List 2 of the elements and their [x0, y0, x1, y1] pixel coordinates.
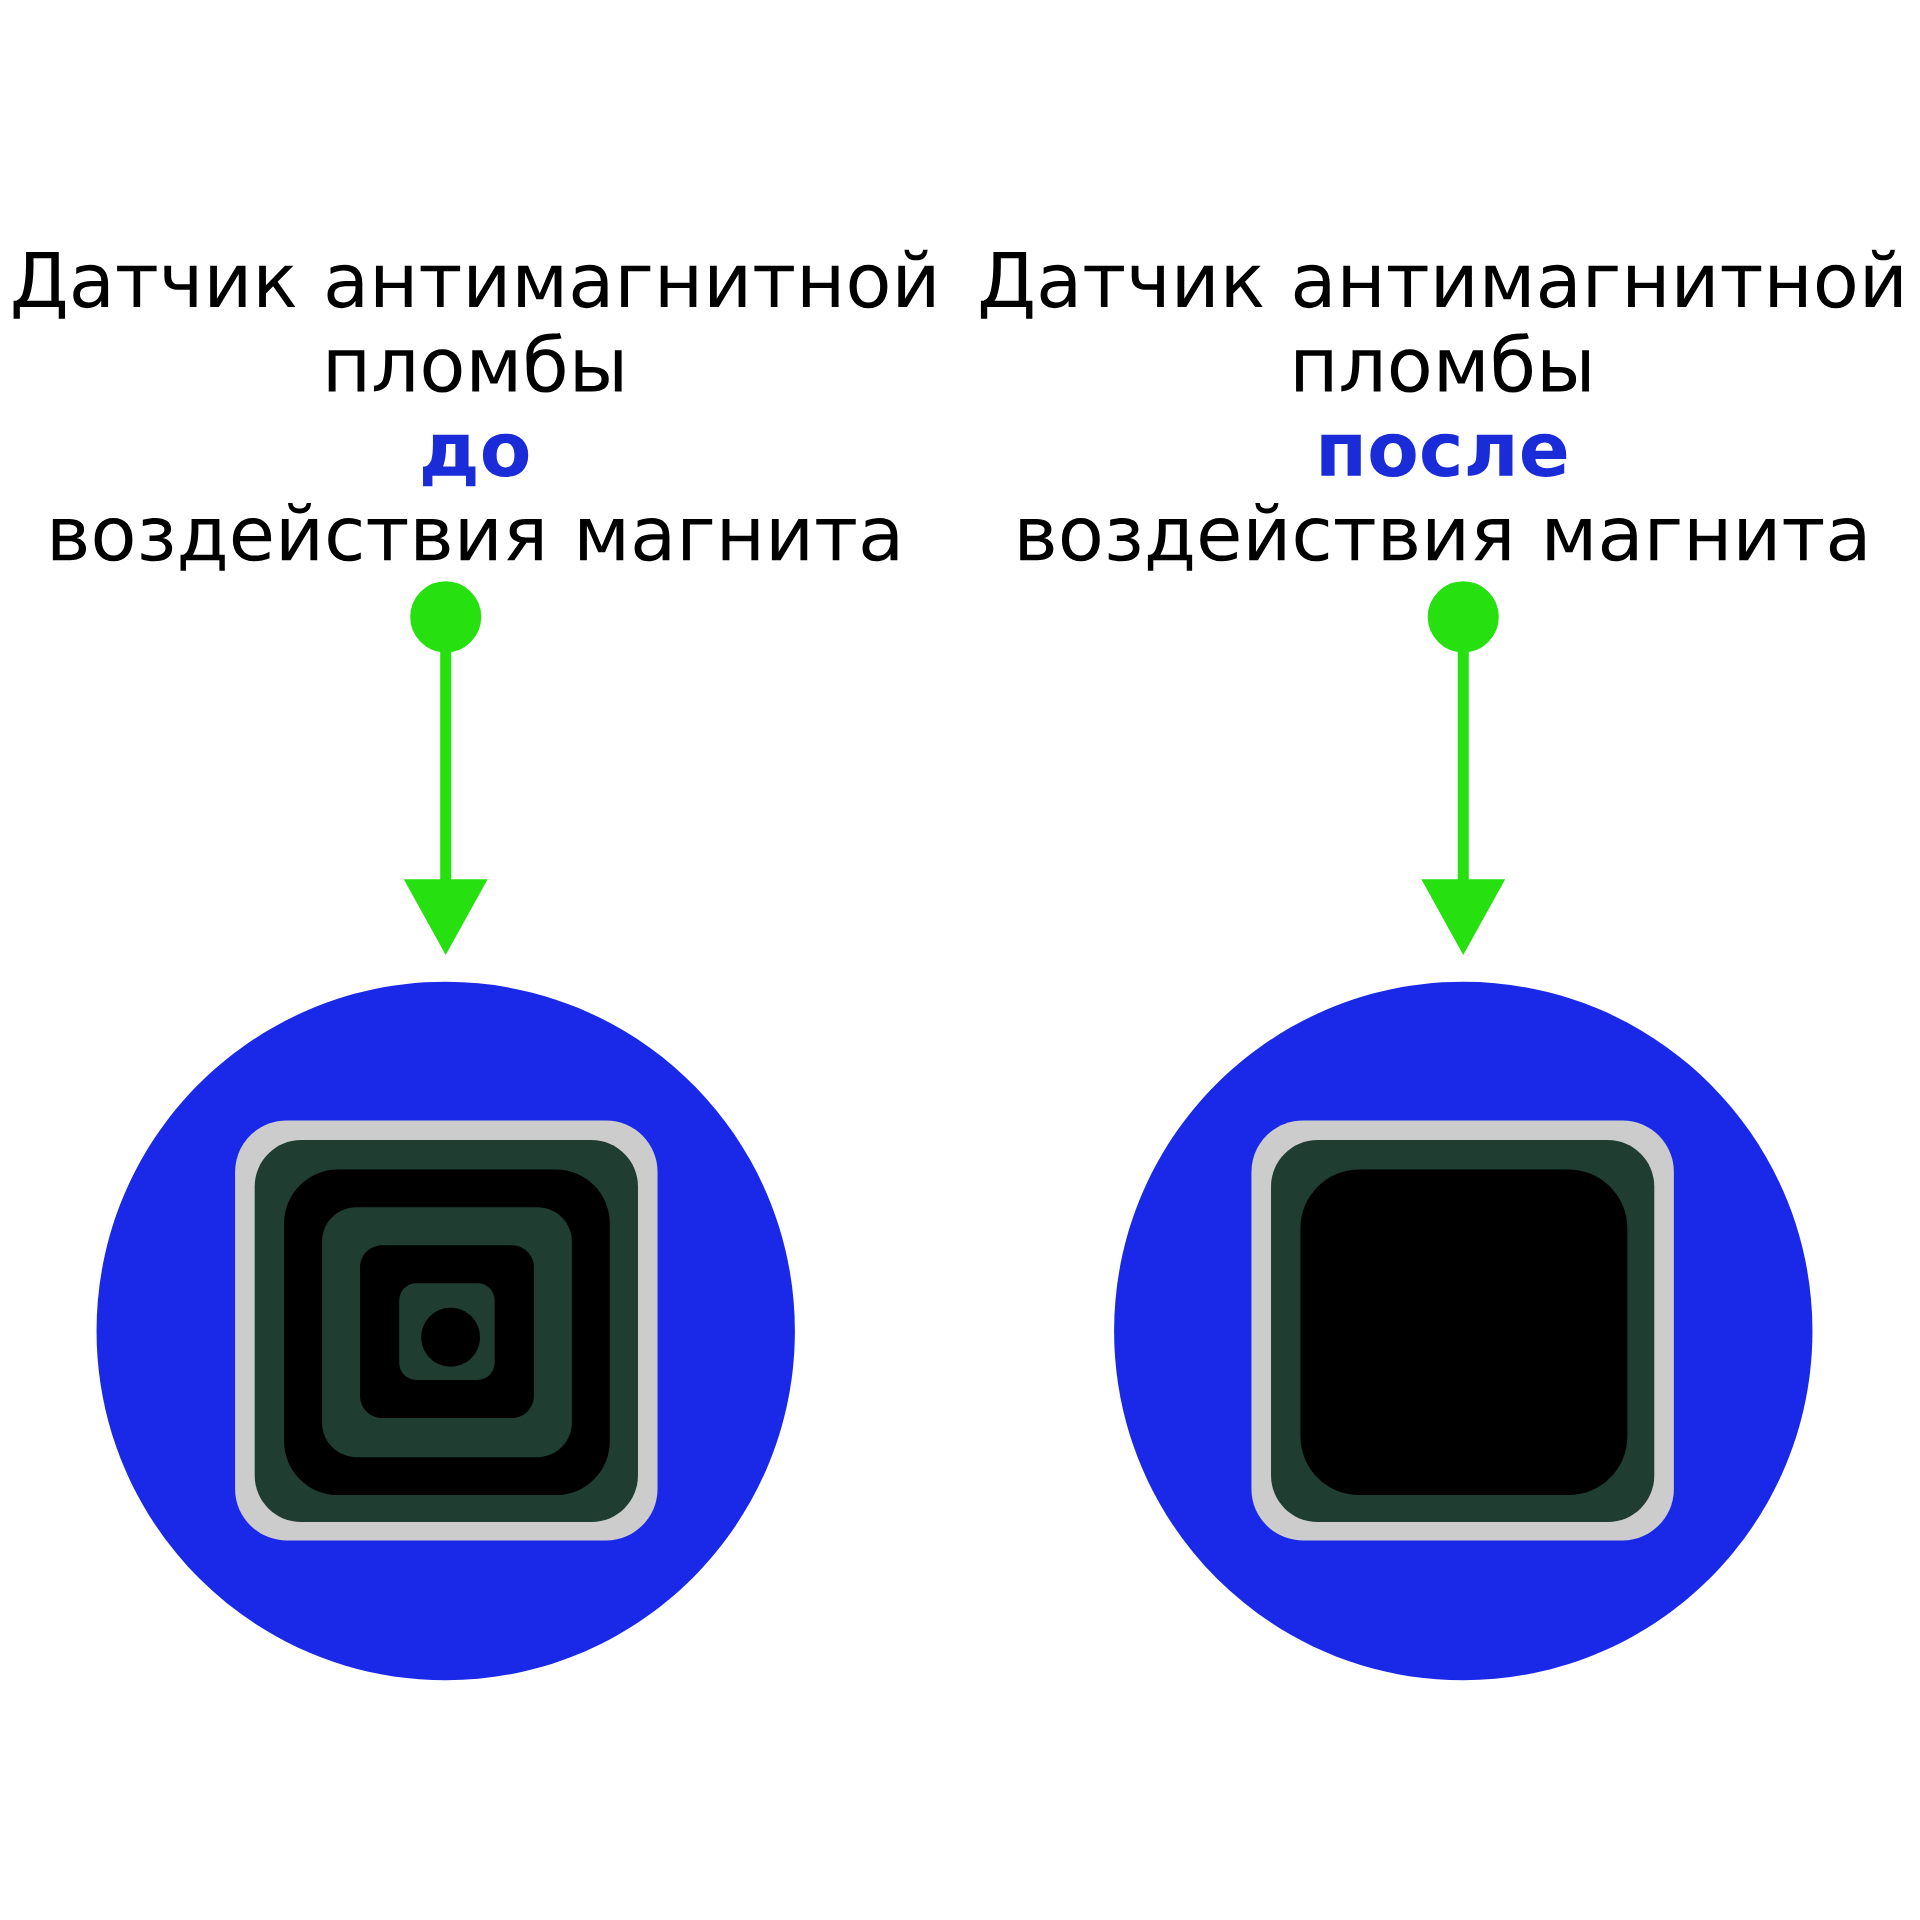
caption-text: Датчик антимагнитной пломбы после воздействия магнита	[980, 249, 1901, 571]
caption-text: Датчик антимагнитной пломбы до воздействия магнита	[13, 249, 934, 571]
